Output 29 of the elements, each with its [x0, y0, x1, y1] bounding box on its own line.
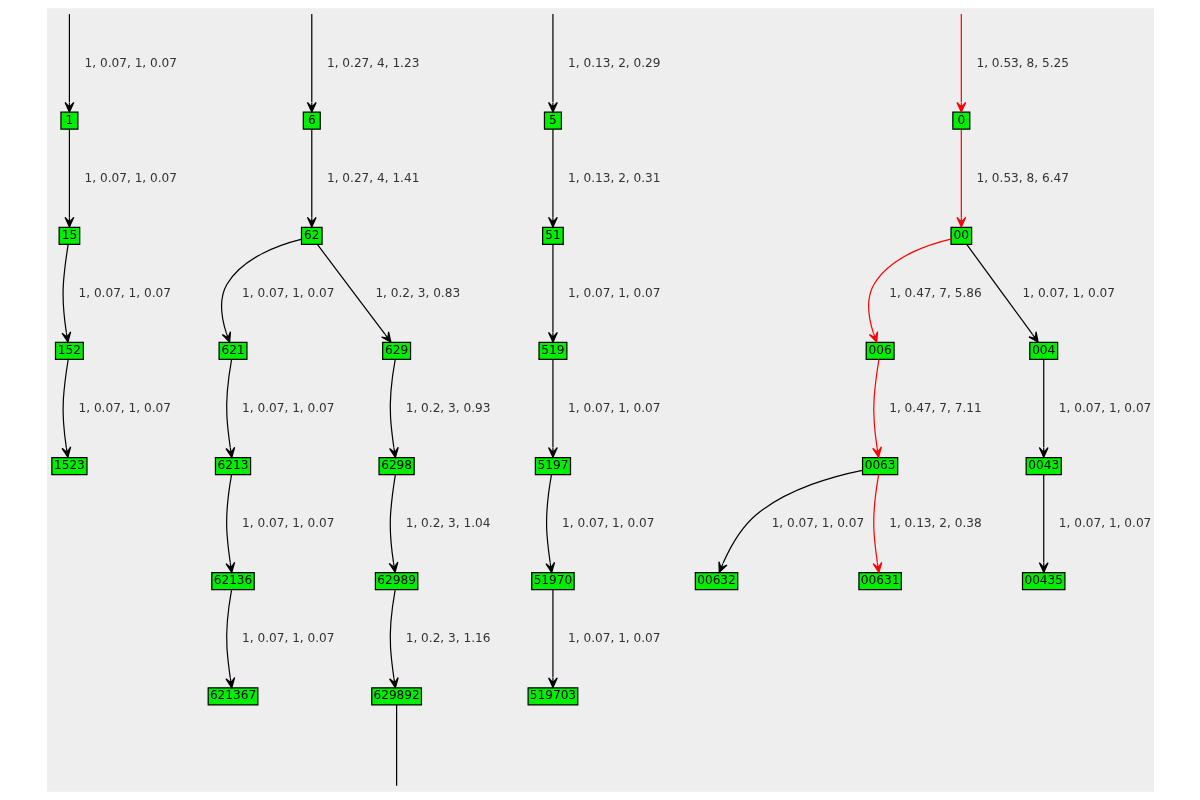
- edge-label: 1, 0.07, 1, 0.07: [1022, 286, 1115, 300]
- edge-label: 1, 0.47, 7, 7.11: [888, 401, 982, 416]
- edge-label: 1, 0.2, 3, 1.16: [405, 631, 490, 646]
- edge-label: 1, 0.53, 8, 5.25: [975, 55, 1069, 70]
- edge-label: 1, 0.07, 1, 0.07: [241, 631, 335, 646]
- edge-label: 1, 0.07, 1, 0.07: [1058, 401, 1151, 416]
- edge-label: 1, 0.07, 1, 0.07: [561, 516, 654, 531]
- edge-label: 1, 0.53, 8, 6.47: [975, 170, 1069, 185]
- edge-label: 1, 0.07, 1, 0.07: [78, 401, 171, 416]
- edge-label: 1, 0.07, 1, 0.07: [78, 286, 171, 300]
- edge-label: 1, 0.07, 1, 0.07: [84, 55, 177, 70]
- edge-label: 1, 0.27, 4, 1.41: [326, 170, 419, 185]
- edge-label: 1, 0.07, 1, 0.07: [567, 401, 661, 416]
- edge-label: 1, 0.2, 3, 0.93: [405, 401, 490, 416]
- edge-label: 1, 0.07, 1, 0.07: [1058, 516, 1151, 531]
- edge-label: 1, 0.13, 2, 0.38: [888, 516, 982, 531]
- edge-label: 1, 0.2, 3, 1.04: [405, 516, 490, 531]
- edge-label: 1, 0.07, 1, 0.07: [241, 401, 335, 416]
- edge-label: 1, 0.07, 1, 0.07: [567, 286, 661, 300]
- edge-label: 1, 0.13, 2, 0.29: [567, 55, 661, 70]
- edge-label: 1, 0.07, 1, 0.07: [771, 516, 864, 531]
- edge-label: 1, 0.07, 1, 0.07: [84, 170, 177, 185]
- edge-label: 1, 0.07, 1, 0.07: [567, 631, 661, 646]
- edge-label: 1, 0.47, 7, 5.86: [888, 286, 982, 300]
- edge-label: 1, 0.2, 3, 0.83: [374, 286, 460, 300]
- edge-label: 1, 0.07, 1, 0.07: [241, 516, 335, 531]
- edge-label: 1, 0.27, 4, 1.23: [326, 55, 419, 70]
- edge-label: 1, 0.13, 2, 0.31: [567, 170, 661, 185]
- edge-label: 1, 0.07, 1, 0.07: [241, 286, 335, 300]
